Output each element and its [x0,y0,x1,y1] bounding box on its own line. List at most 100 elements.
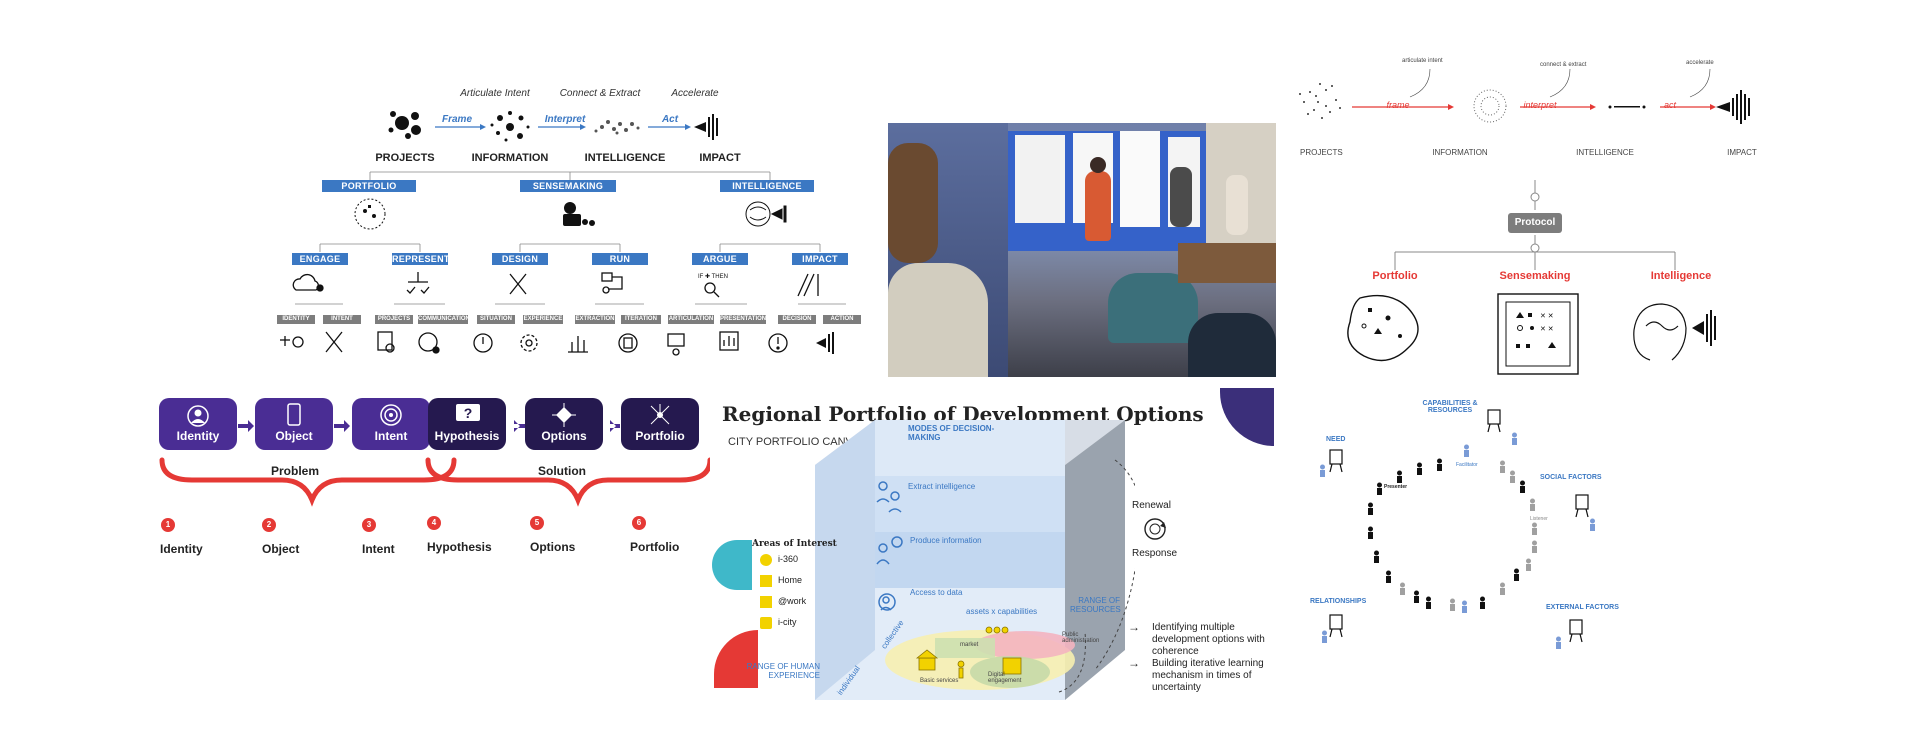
arrow-interpret: interpret [1523,100,1557,110]
assets-label: assets x capabilities [966,607,1038,616]
home-icon [760,575,772,587]
blob-basic-services: Basic services [920,678,959,684]
step-number-4: 4 [427,516,441,530]
bottom-label-intent: Intent [362,542,395,556]
sensemaking-grid-icon: ✕ ✕ ✕ ✕ [1497,293,1579,375]
label-capabilities: CAPABILITIES & RESOURCES [1422,400,1478,414]
person-icon [187,405,209,427]
circle-of-people [1320,409,1595,649]
house-icon [915,649,939,671]
svg-text:?: ? [464,405,473,421]
protocol-connectors [1394,180,1676,270]
arrow-icon [238,420,254,432]
svg-text:✕ ✕: ✕ ✕ [1540,326,1554,333]
step-options-label: Options [541,429,587,443]
label-relationships: RELATIONSHIPS [1310,598,1367,605]
projects-icon [388,111,421,139]
level2-icons [354,198,787,230]
tag-identity: IDENTITY [277,315,315,324]
tag-presentation: PRESENTATION [720,315,767,324]
portfolio-blob-icon [1347,294,1419,362]
blob-market: market [960,642,979,648]
role-facilitator: Facilitator [1456,462,1478,468]
level4-icons [280,331,834,356]
group-icon [760,617,772,629]
cycle-icon [1144,518,1166,540]
level3-icons: IF ✚ THEN [292,272,819,298]
tag-extraction: EXTRACTION [575,315,615,324]
renewal-label: Renewal [1132,500,1171,511]
note-building: Building iterative learning mechanism in… [1152,658,1264,693]
branch-sensemaking: Sensemaking [1499,270,1571,282]
people-arrows-icon [876,481,902,513]
intelligence-dash-icon [1608,105,1646,109]
tree-check-icon [406,272,430,294]
modes-title: MODES OF DECISION-MAKING [908,424,995,442]
top-label-accelerate: Accelerate [671,88,719,99]
network-icon [650,404,670,425]
people-blue [1320,432,1595,649]
tree-connectors [295,171,846,305]
stage-impact: IMPACT [699,152,741,164]
if-then-text: IF ✚ THEN [698,273,728,280]
arrow-frame: frame [1386,100,1410,110]
canvas-cube [815,420,1135,700]
communication-icon [418,332,440,354]
step-number-3: 3 [362,518,376,532]
areas-title: Areas of Interest [752,539,837,549]
information-icon [490,111,530,142]
brain-icon [745,201,787,227]
solution-brace [425,457,710,507]
group-icon [985,626,1009,634]
blob-public-admin: Public administration [1062,632,1100,644]
area-icity: i-city [778,617,797,627]
tag-represent: REPRESENT [392,253,450,265]
arrow-icon [334,420,350,432]
people-black [1368,458,1525,609]
impact-icon [694,114,718,140]
branch-icons: ✕ ✕ ✕ ✕ [1347,293,1716,375]
step-identity-label: Identity [176,429,220,443]
teal-shape [712,540,752,590]
easel-icon [1329,409,1589,643]
label-need: NEED [1326,436,1346,443]
portfolio-icon [354,198,386,230]
group-problem: Problem [270,464,319,478]
tag-intelligence: INTELLIGENCE [720,180,814,192]
projects-cloud-icon [1299,83,1341,119]
building-icon [1002,657,1022,675]
question-icon: ? [456,404,480,421]
top-label-connect: Connect & Extract [559,88,641,99]
corner-shape [1220,388,1274,446]
mode-access: Access to data [910,588,963,597]
step-identity: Identity [159,398,237,450]
step-portfolio: Portfolio [621,398,699,450]
experience-icon [520,334,538,352]
person-search-icon [878,593,896,611]
decision-icon [768,333,788,353]
role-presenter: Presenter [1384,484,1408,490]
stage-information: INFORMATION [1432,148,1488,157]
building-icon [760,596,772,608]
arrow-frame-label: Frame [441,114,472,125]
arrows-icon [552,403,576,427]
note-arrow-2: → [1128,656,1140,670]
stage-projects: PROJECTS [375,152,435,164]
target-icon [380,404,402,426]
blob-digital: Digital engagement [988,672,1022,684]
stage-impact: IMPACT [1727,148,1757,157]
protocol-box: Protocol [1508,213,1562,233]
cloud-people-icon [292,273,324,292]
step-portfolio-label: Portfolio [635,429,685,443]
top-label-articulate: Articulate Intent [460,88,530,99]
tag-intent: INTENT [323,315,361,324]
step-number-6: 6 [632,516,646,530]
phone-icon [287,403,301,426]
step-number-5: 5 [530,516,544,530]
step-hypothesis-label: Hypothesis [434,429,500,443]
tag-run: RUN [592,253,648,265]
pencil-ruler-icon [509,273,527,295]
bottom-label-portfolio: Portfolio [630,540,680,554]
tag-decision: DECISION [778,315,816,324]
articulation-icon [667,333,685,356]
